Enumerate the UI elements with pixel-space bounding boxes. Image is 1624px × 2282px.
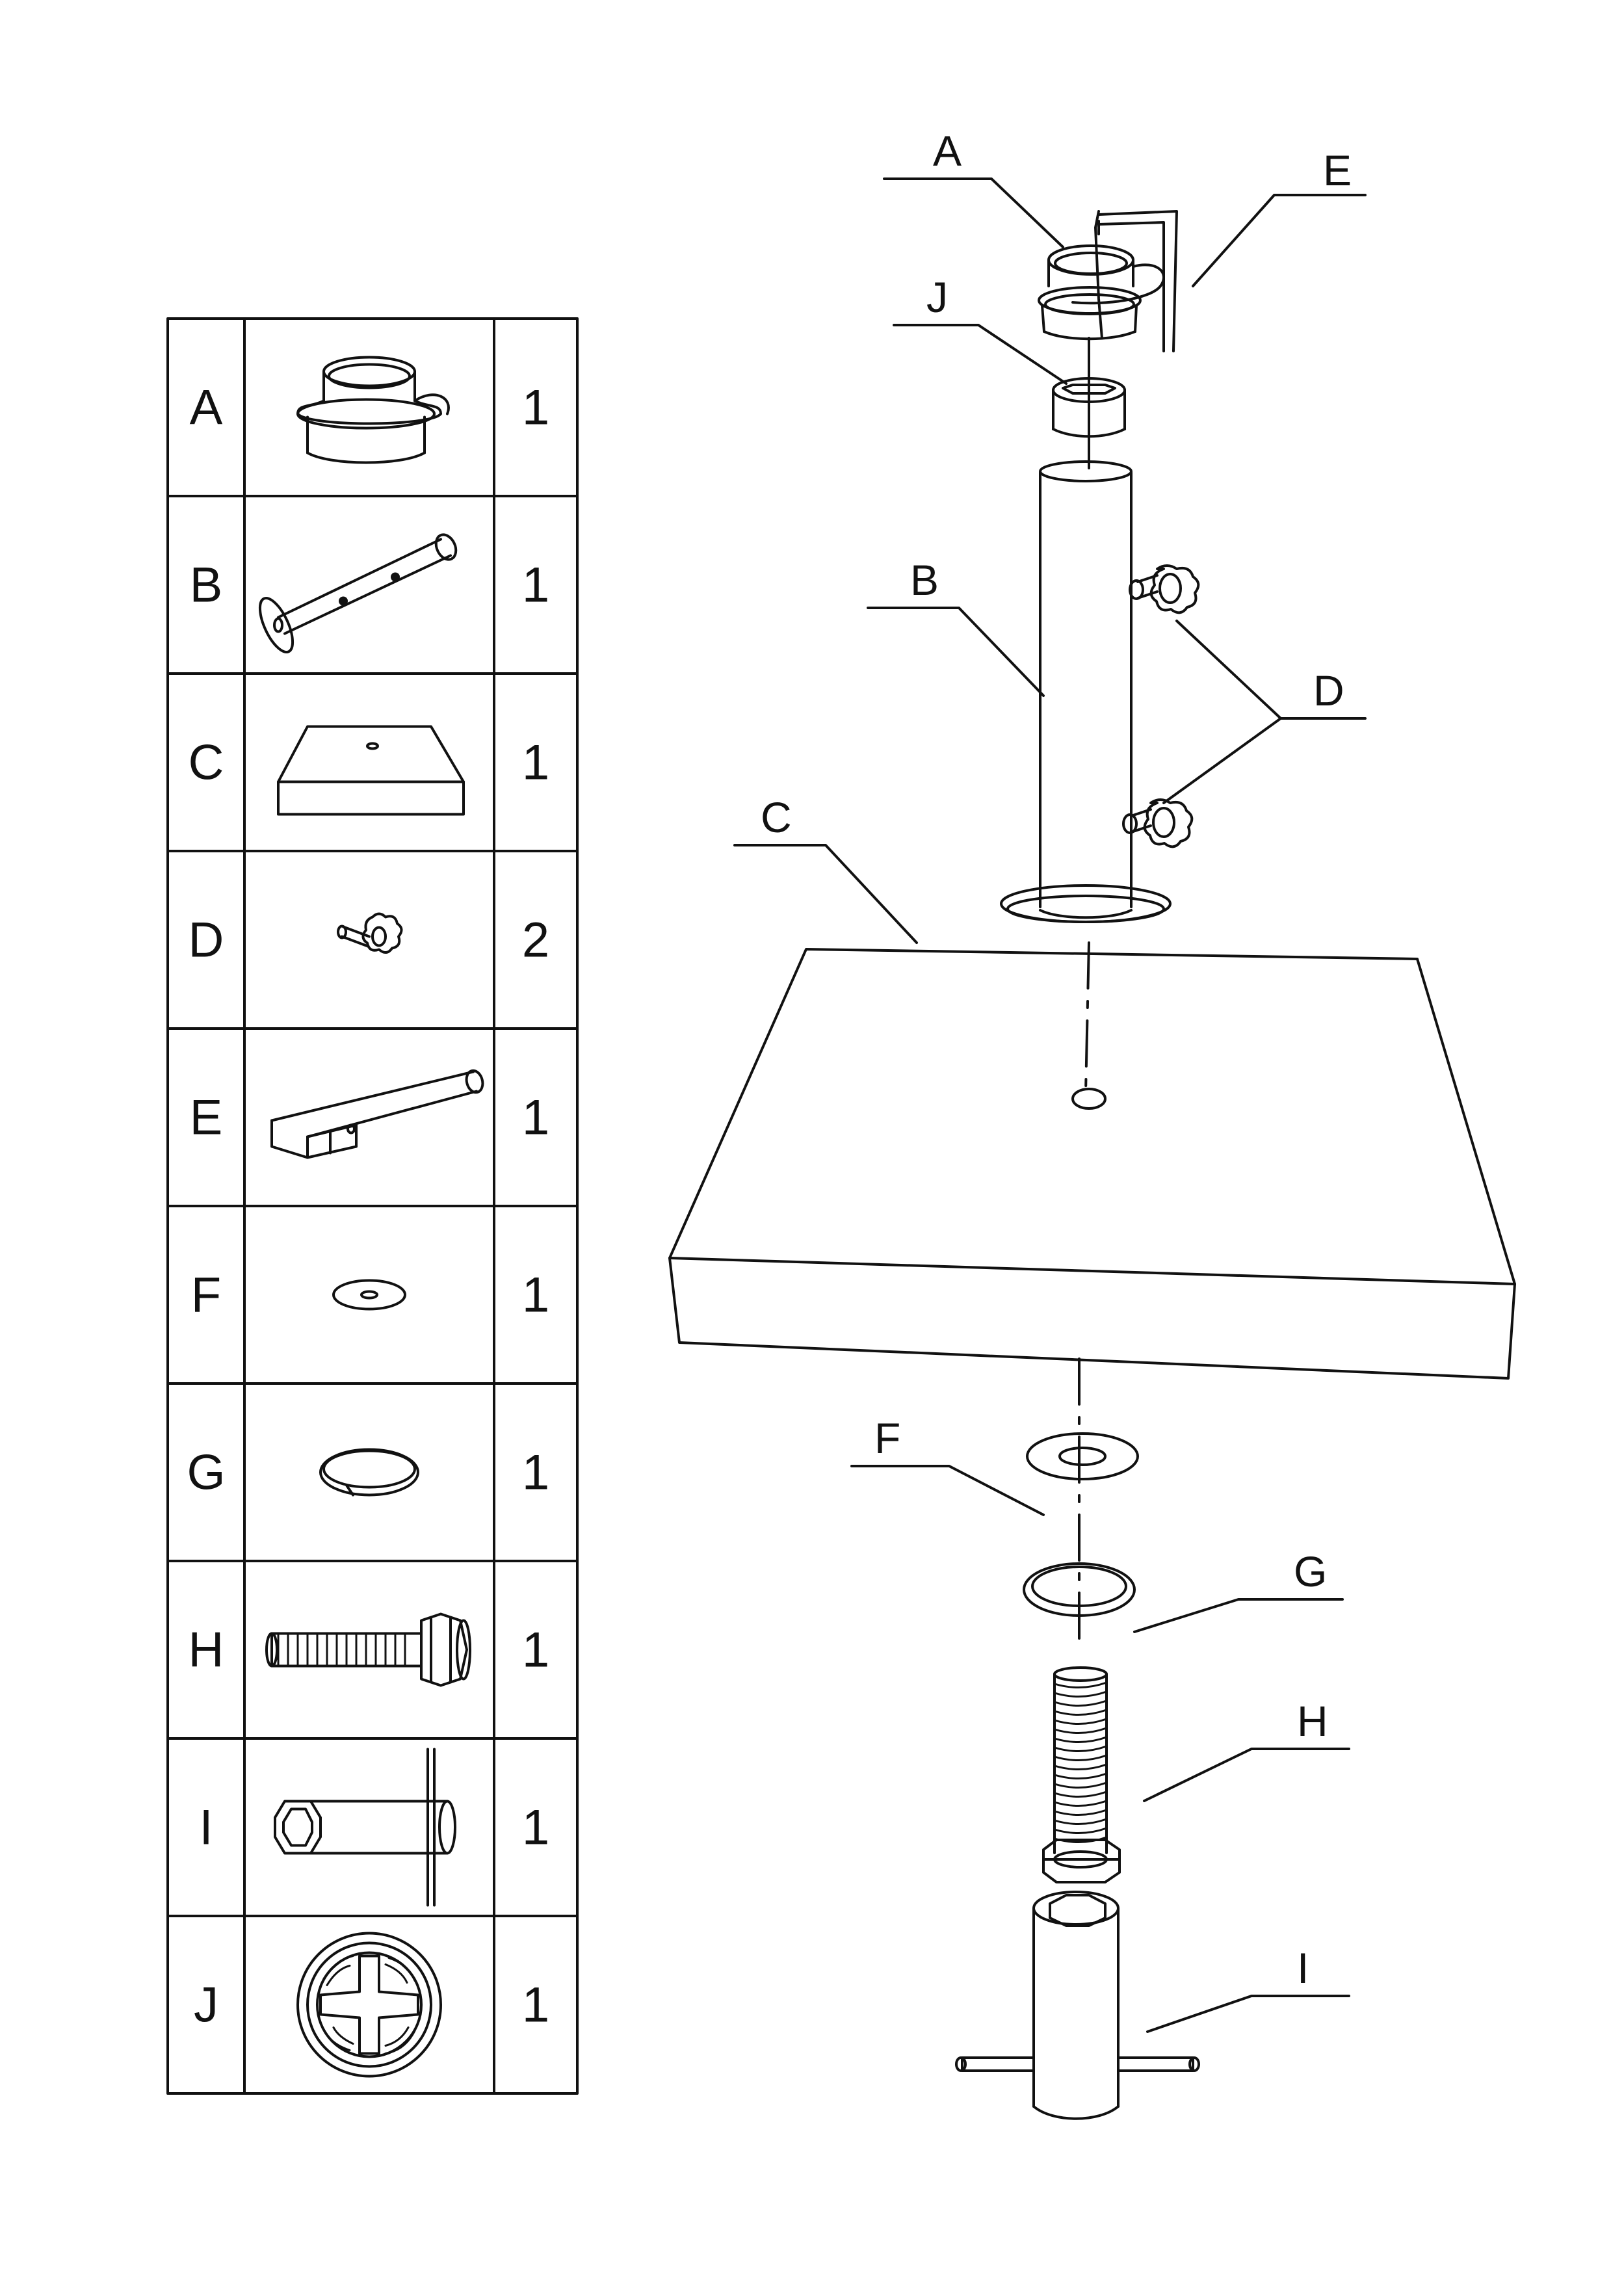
- socket-wrench-icon: [274, 1748, 456, 1907]
- callout-i: I: [1297, 1944, 1309, 1992]
- leader-lines: [733, 177, 1367, 2033]
- leader-a: [883, 177, 1064, 248]
- part-quantity: 1: [522, 1623, 549, 1678]
- part-quantity: 1: [522, 1978, 549, 2033]
- part-quantity: 1: [522, 1445, 549, 1501]
- bracket-arm-icon: [270, 1067, 486, 1159]
- insert-plug-icon: [296, 1932, 442, 2078]
- callout-c: C: [761, 793, 792, 841]
- part-a-ring: [1038, 244, 1165, 341]
- part-quantity: 1: [522, 735, 549, 791]
- hex-bolt-icon: [265, 1612, 471, 1687]
- part-d-knob-lower: [1122, 798, 1194, 848]
- callout-b: B: [910, 556, 939, 604]
- axis-line-base: [1084, 941, 1090, 1094]
- part-letter: A: [190, 380, 223, 436]
- part-quantity: 1: [522, 1090, 549, 1146]
- leader-h: [1143, 1748, 1350, 1802]
- leader-d: [1162, 620, 1367, 804]
- part-letter: E: [190, 1090, 223, 1146]
- part-letter: H: [189, 1623, 224, 1678]
- part-d-knob-upper: [1129, 564, 1200, 614]
- part-quantity: 1: [522, 380, 549, 436]
- leader-j: [893, 324, 1067, 385]
- umbrella-ring-icon: [296, 356, 450, 464]
- part-letter: G: [187, 1445, 225, 1501]
- callout-a: A: [933, 127, 962, 175]
- part-f-washer: [1026, 1432, 1139, 1480]
- leader-c: [733, 844, 918, 944]
- callout-d: D: [1313, 666, 1344, 715]
- part-b-pole: [1000, 460, 1172, 923]
- part-g-ring: [1023, 1562, 1136, 1617]
- part-letter: B: [190, 558, 223, 613]
- leader-g: [1133, 1598, 1344, 1633]
- part-c-base: [668, 948, 1516, 1380]
- callout-j: J: [926, 273, 948, 321]
- part-i-wrench: [955, 1891, 1200, 2120]
- split-ring-icon: [319, 1448, 419, 1497]
- part-quantity: 1: [522, 1268, 549, 1323]
- callout-e: E: [1323, 146, 1352, 194]
- part-letter: I: [199, 1800, 213, 1856]
- leader-b: [867, 607, 1045, 697]
- leader-f: [850, 1465, 1045, 1516]
- part-quantity: 1: [522, 558, 549, 613]
- part-letter: F: [191, 1268, 221, 1323]
- exploded-assembly: A E J B D C F G H I: [668, 127, 1516, 2120]
- callout-g: G: [1294, 1547, 1327, 1595]
- base-plate-icon: [277, 725, 465, 816]
- part-quantity: 1: [522, 1800, 549, 1856]
- part-e-bracket: [1094, 210, 1178, 352]
- part-j-plug: [1052, 377, 1126, 438]
- star-knob-icon: [337, 912, 403, 954]
- washer-icon: [332, 1279, 406, 1311]
- callout-h: H: [1297, 1697, 1328, 1745]
- part-h-bolt: [1042, 1666, 1121, 1883]
- callout-labels: A E J B D C F G H I: [761, 127, 1352, 1992]
- part-letter: J: [194, 1978, 218, 2033]
- leader-i: [1146, 1995, 1350, 2033]
- callout-f: F: [874, 1414, 900, 1462]
- part-letter: C: [189, 735, 224, 791]
- pole-tube-icon: [252, 530, 462, 658]
- parts-icons: [252, 356, 486, 2078]
- leader-e: [1192, 194, 1367, 287]
- part-letter: D: [189, 913, 224, 968]
- part-quantity: 2: [522, 913, 549, 968]
